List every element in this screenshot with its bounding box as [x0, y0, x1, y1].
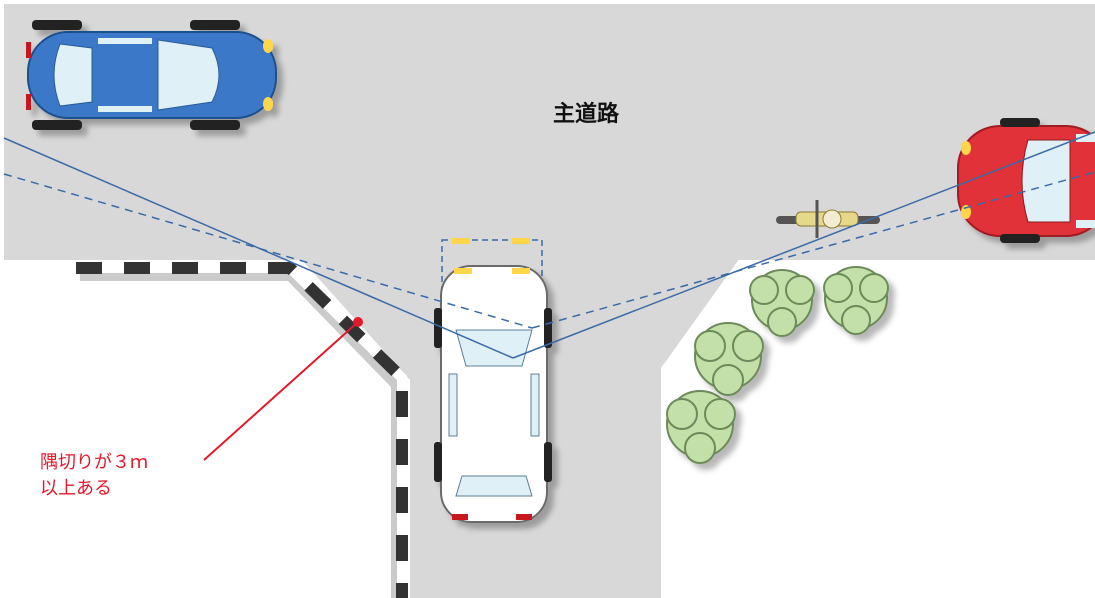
white-car: [434, 238, 552, 523]
annotation-leader: [203, 321, 359, 461]
corner-curb: [76, 262, 408, 598]
corner-cut-annotation: 隅切りが３ｍ 以上ある: [40, 317, 363, 499]
tree-3: [694, 322, 764, 396]
main-road-label: 主道路: [553, 101, 620, 127]
red-car: [957, 118, 1095, 243]
corner-note-line2: 以上ある: [40, 478, 112, 499]
corner-note-line1: 隅切りが３ｍ: [40, 452, 148, 473]
blue-car: [26, 20, 277, 130]
trees: [666, 266, 889, 464]
sight-lines: [3, 131, 1095, 359]
tree-4: [666, 390, 736, 464]
bicycle: [776, 200, 880, 238]
tree-2: [823, 266, 889, 335]
tree-1: [749, 269, 815, 337]
